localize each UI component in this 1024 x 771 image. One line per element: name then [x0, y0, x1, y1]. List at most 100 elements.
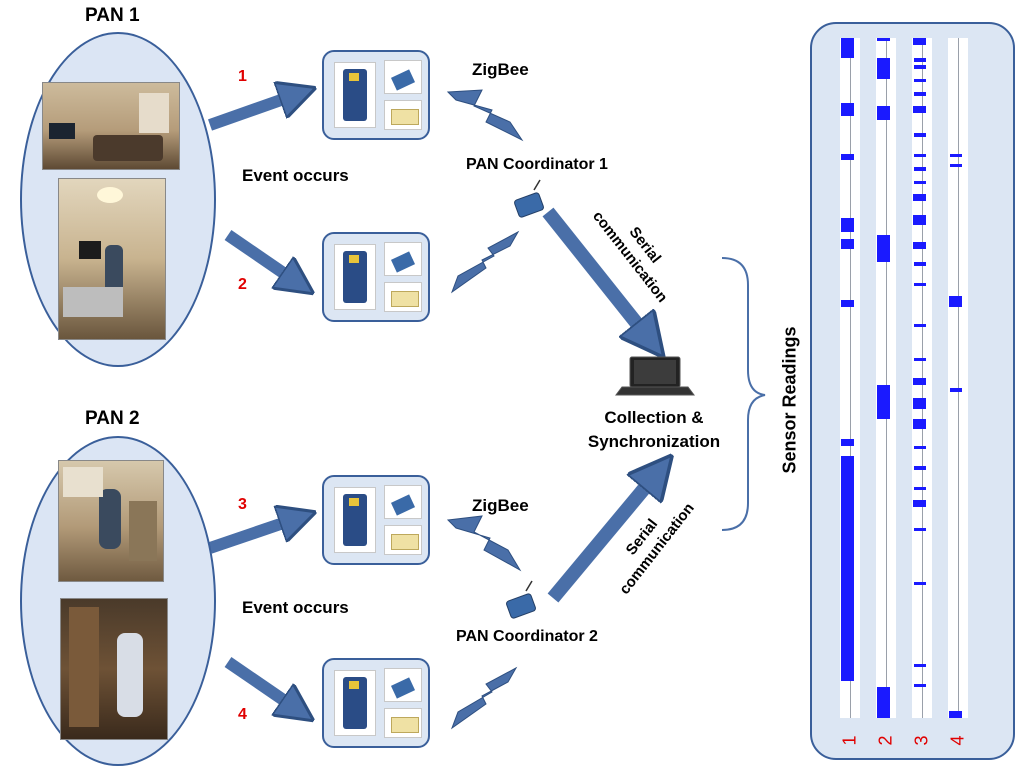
sensor-brace	[721, 257, 766, 531]
sensor-board-icon	[334, 244, 376, 310]
sensor-readings-panel: 1 2 3 4	[810, 22, 1015, 760]
reading-event-mark	[914, 323, 926, 327]
reading-event-mark	[914, 684, 926, 688]
reading-event-mark	[877, 58, 890, 79]
pan-2-photo-kitchen	[58, 460, 164, 582]
pan-2-title: PAN 2	[85, 408, 140, 429]
reading-event-mark	[877, 384, 890, 419]
reading-event-mark	[913, 418, 926, 429]
arrow-event-3	[208, 518, 298, 554]
reading-event-mark	[841, 218, 854, 232]
battery-icon	[384, 100, 422, 130]
zigbee-bolt-2	[450, 230, 520, 294]
event-number-3: 3	[238, 496, 247, 513]
reading-event-mark	[914, 282, 926, 287]
sensor-node-3	[322, 475, 430, 565]
reading-event-mark	[914, 357, 926, 361]
sensor-board-icon	[334, 670, 376, 736]
pan-1-title: PAN 1	[85, 5, 140, 26]
sensor-node-2	[322, 232, 430, 322]
reading-strip-2	[876, 38, 896, 718]
pan-1-photo-office	[58, 178, 166, 340]
reading-event-mark	[914, 486, 926, 491]
reading-event-mark	[877, 687, 890, 718]
collection-sync-label: Collection & Synchronization	[578, 406, 730, 454]
reading-event-mark	[914, 180, 926, 185]
reading-event-mark	[913, 194, 926, 202]
event-number-1: 1	[238, 68, 247, 85]
reading-event-mark	[914, 527, 926, 531]
strip-number-3: 3	[911, 735, 932, 746]
event-number-2: 2	[238, 276, 247, 293]
laptop-icon	[615, 356, 695, 396]
reading-event-mark	[913, 500, 926, 508]
strip-number-1: 1	[839, 735, 860, 746]
radio-module-icon	[384, 242, 422, 276]
reading-event-mark	[949, 296, 962, 307]
sensor-readings-label: Sensor Readings	[779, 326, 800, 474]
pan-2-event-label: Event occurs	[242, 598, 349, 617]
reading-event-mark	[950, 153, 962, 157]
coordinator-2-icon	[506, 580, 536, 619]
arrow-event-2	[224, 230, 298, 283]
pan-2-coordinator-label: PAN Coordinator 2	[456, 628, 598, 645]
reading-event-mark	[914, 262, 926, 266]
reading-event-mark	[914, 78, 926, 83]
sensor-node-4	[322, 658, 430, 748]
strip-baseline	[958, 38, 959, 718]
pan-2-photo-door	[60, 598, 168, 740]
collection-line-1: Collection &	[604, 408, 704, 427]
reading-event-mark	[877, 38, 890, 42]
reading-event-mark	[949, 711, 962, 718]
reading-event-mark	[914, 153, 926, 157]
reading-event-mark	[841, 153, 854, 161]
pan-1-coordinator-label: PAN Coordinator 1	[466, 156, 608, 173]
reading-event-mark	[914, 167, 926, 171]
reading-event-mark	[913, 242, 926, 249]
reading-event-mark	[914, 663, 926, 667]
reading-strip-1	[840, 38, 860, 718]
coordinator-1-icon	[514, 179, 544, 218]
reading-event-mark	[950, 163, 962, 168]
radio-module-icon	[384, 485, 422, 519]
battery-icon	[384, 525, 422, 555]
reading-event-mark	[914, 446, 926, 450]
serial-arrow-2	[547, 472, 658, 603]
sensor-node-1	[322, 50, 430, 140]
zigbee-bolt-4	[450, 666, 518, 730]
reading-event-mark	[914, 466, 926, 470]
reading-event-mark	[914, 65, 926, 69]
reading-event-mark	[914, 92, 926, 96]
reading-event-mark	[841, 456, 854, 474]
strip-baseline	[850, 38, 851, 718]
reading-event-mark	[877, 235, 890, 263]
pan-1-photo-livingroom	[42, 82, 180, 170]
reading-event-mark	[914, 133, 926, 137]
sensor-board-icon	[334, 62, 376, 128]
reading-event-mark	[841, 299, 854, 307]
reading-event-mark	[877, 106, 890, 120]
strip-baseline	[886, 38, 887, 718]
reading-event-mark	[913, 106, 926, 113]
reading-event-mark	[841, 473, 854, 681]
event-number-4: 4	[238, 706, 247, 723]
zigbee-bolt-3	[446, 515, 522, 572]
collection-line-2: Synchronization	[587, 432, 721, 451]
reading-event-mark	[914, 58, 926, 62]
reading-event-mark	[913, 214, 926, 225]
strip-number-4: 4	[947, 735, 968, 746]
pan-2-zigbee-label: ZigBee	[472, 496, 529, 515]
radio-module-icon	[384, 668, 422, 702]
strip-number-2: 2	[875, 735, 896, 746]
sensor-board-icon	[334, 487, 376, 553]
reading-event-mark	[914, 582, 926, 586]
reading-strip-4	[948, 38, 968, 718]
reading-event-mark	[841, 238, 854, 249]
reading-event-mark	[913, 38, 926, 45]
reading-event-mark	[841, 102, 854, 117]
reading-strip-3	[912, 38, 932, 718]
reading-event-mark	[913, 398, 926, 409]
reading-event-mark	[913, 378, 926, 385]
reading-event-mark	[950, 388, 962, 392]
reading-event-mark	[841, 38, 854, 59]
